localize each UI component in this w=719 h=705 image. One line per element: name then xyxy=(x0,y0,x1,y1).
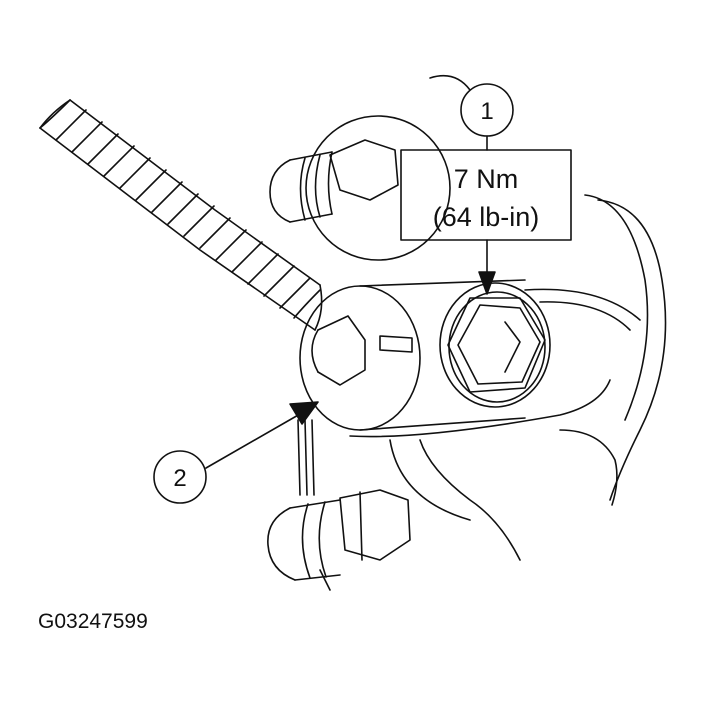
callout-1-arrowhead xyxy=(478,271,496,295)
lower-bolt xyxy=(267,419,411,591)
figure-id: G03247599 xyxy=(38,610,148,633)
upper-rear-bolt xyxy=(269,115,451,261)
front-bolt xyxy=(439,282,551,408)
callout-1-label: 1 xyxy=(480,98,493,125)
callout-1-graphics xyxy=(400,83,572,276)
callout-2-label: 2 xyxy=(173,465,186,492)
torque-imperial: (64 lb-in) xyxy=(433,202,540,232)
sensor-body xyxy=(299,279,526,431)
callout-2-arrowhead xyxy=(289,401,319,425)
corrugated-hose xyxy=(39,99,323,331)
housing-outline xyxy=(349,74,667,561)
callout-2-graphics xyxy=(153,413,301,504)
torque-metric: 7 Nm xyxy=(454,164,519,194)
